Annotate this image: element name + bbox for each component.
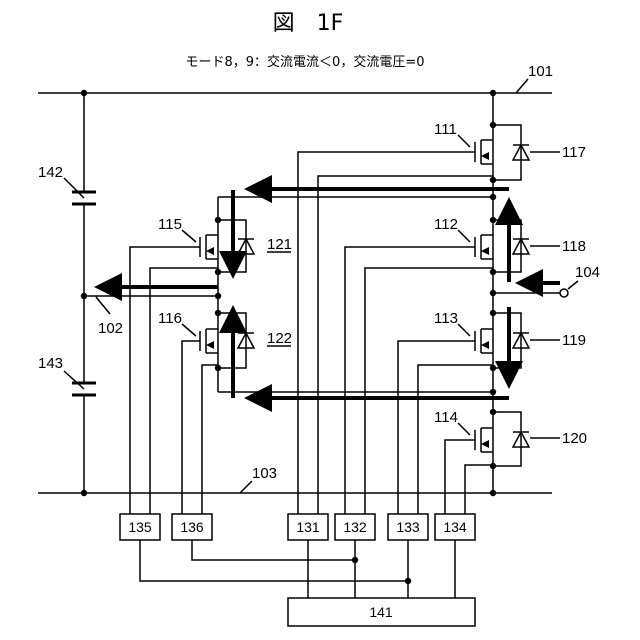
mosfet-116-arrow [206,341,214,349]
ac-terminal-104 [560,289,568,297]
label-104: 104 [575,264,600,281]
label-101: 101 [528,63,553,80]
junction [490,490,496,496]
junction [215,365,221,371]
junction [490,389,496,395]
junction [215,310,221,316]
gate-wire-134 [445,440,475,514]
label-120: 120 [562,430,587,447]
leader-102 [96,297,110,314]
label-111: 111 [434,121,457,138]
label-117: 117 [562,144,586,161]
ctrl-wire-136 [192,540,355,560]
junction [490,463,496,469]
leader-115 [182,230,196,242]
block-136-label: 136 [180,519,204,535]
junction [405,578,411,584]
label-114: 114 [434,409,458,426]
leader-103 [240,481,252,493]
junction [490,409,496,415]
mosfet-111-arrow [481,152,489,160]
label-142: 142 [38,164,63,181]
junction [490,194,496,200]
block-132-label: 132 [343,519,367,535]
gate-wire-115-return [150,268,218,514]
leader-114 [458,423,470,435]
leader-116 [182,324,196,336]
gate-wire-116-return [202,365,218,514]
gate-wire-131 [298,152,475,514]
block-131-label: 131 [296,519,320,535]
junction [490,310,496,316]
junction [81,293,87,299]
mode-caption: モード8，9：交流電流＜0，交流電圧=0 [186,54,425,70]
block-133-label: 133 [396,519,420,535]
junction [490,290,496,296]
mosfet-114-arrow [481,440,489,448]
block-141-label: 141 [369,604,393,620]
junction [490,365,496,371]
mosfet-113-arrow [481,341,489,349]
label-103: 103 [252,465,277,482]
mosfet-112-arrow [481,247,489,255]
label-121: 121 [267,236,292,253]
figure-title: 図 1F [273,11,344,36]
gate-wire-112-return [365,268,493,514]
leader-104 [568,281,578,289]
junction [215,293,221,299]
label-102: 102 [98,320,123,337]
label-119: 119 [562,332,586,349]
label-118: 118 [562,238,586,255]
label-112: 112 [434,216,458,233]
leader-113 [458,324,470,336]
junction [490,122,496,128]
leader-111 [458,135,470,147]
junction [352,557,358,563]
label-122: 122 [267,330,292,347]
leader-101 [516,79,528,93]
leader-112 [458,230,470,242]
label-115: 115 [158,216,182,233]
junction [215,269,221,275]
leader-142 [64,178,84,198]
label-113: 113 [434,310,458,327]
junction [490,177,496,183]
gate-wire-136 [182,341,200,514]
junction [81,490,87,496]
junction [490,90,496,96]
junction [490,269,496,275]
label-116: 116 [158,310,182,327]
junction [490,217,496,223]
gate-wire-114-return [465,465,493,514]
junction [215,217,221,223]
junction [81,90,87,96]
label-143: 143 [38,355,63,372]
mosfet-115-arrow [206,247,214,255]
block-134-label: 134 [443,519,467,535]
leader-143 [64,371,84,389]
block-135-label: 135 [128,519,152,535]
